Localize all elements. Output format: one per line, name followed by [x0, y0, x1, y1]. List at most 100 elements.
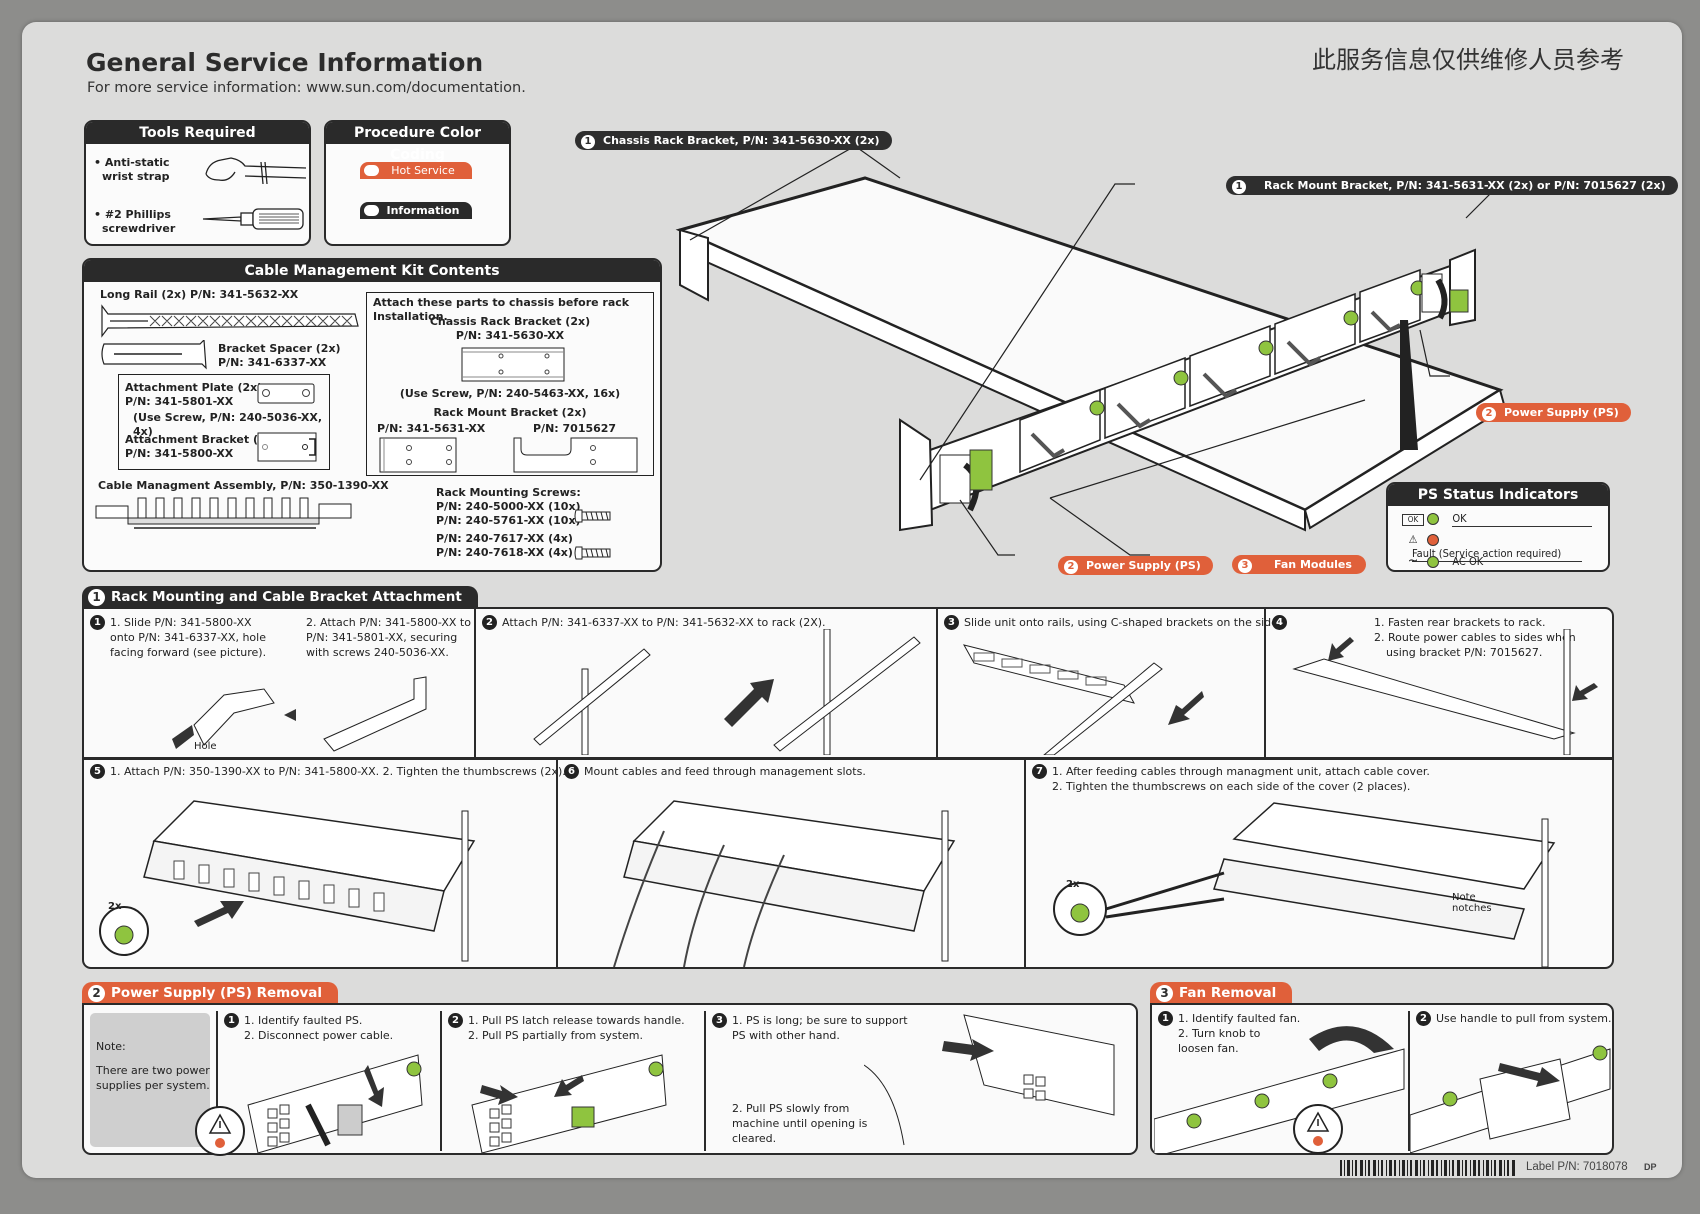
tool-screwdriver-label: • #2 Phillips screwdriver [94, 208, 176, 235]
chassis-rack-bracket-image [461, 347, 565, 382]
color-coding-heading: Procedure Color Coding [326, 122, 509, 163]
long-rail-image [101, 304, 359, 338]
assembly-label: Cable Managment Assembly, P/N: 350-1390-… [98, 479, 389, 492]
tools-required-box: Tools Required • Anti-static wrist strap… [84, 120, 311, 246]
ps-status-row-ok: OK OK [1402, 512, 1602, 527]
s1-step4-text: 1. Fasten rear brackets to rack. 2. Rout… [1374, 616, 1576, 659]
attachment-bracket-image [257, 432, 317, 462]
s2-step3-illustration [864, 1014, 1115, 1146]
label-part-number: Label P/N: 7018078 [1526, 1161, 1628, 1173]
rack-ear-left [899, 418, 934, 532]
ps-status-heading: PS Status Indicators [1388, 484, 1608, 506]
warning-icon: ⚠ [1408, 533, 1418, 546]
ps-status-pointer [1400, 320, 1418, 450]
led-green-icon [1427, 556, 1440, 568]
s1-step4-illustration [1292, 629, 1598, 755]
led-orange-icon [1427, 534, 1440, 546]
rack-screw-icon [574, 509, 611, 523]
tool-wrist-strap-label: • Anti-static wrist strap [94, 156, 170, 183]
rack-screws-list: Rack Mounting Screws: P/N: 240-5000-XX (… [436, 486, 581, 559]
s3-step2-illustration [1410, 1045, 1611, 1153]
led-green-icon [1427, 513, 1440, 525]
label-code: DP [1644, 1162, 1657, 1172]
chassis-bracket-screw: (Use Screw, P/N: 240-5463-XX, 16x) [399, 387, 621, 400]
s1-step7-illustration [1053, 802, 1556, 967]
bracket-spacer-image [101, 340, 207, 370]
procedure-color-coding-box: Procedure Color Coding Hot Service Infor… [324, 120, 511, 246]
screwdriver-icon [202, 208, 304, 230]
bracket-spacer-label: Bracket Spacer (2x) P/N: 341-6337-XX [218, 342, 341, 369]
s1-step5-2x: 2x [108, 901, 122, 912]
barcode [1340, 1160, 1515, 1176]
s1-step7-2x: 2x [1066, 879, 1080, 890]
ps-status-row-fault: ⚠ Fault (Service action required) [1402, 533, 1602, 562]
ps-right-latch [1449, 289, 1469, 313]
ps-status-box: PS Status Indicators OK OK ⚠ Fault (Serv… [1386, 482, 1610, 572]
s1-step5-illustration [99, 800, 476, 962]
ps-status-row-ac-ok: ~ AC OK [1402, 554, 1602, 569]
s1-step3-illustration [963, 644, 1204, 755]
fan-fault-warning-circle [1293, 1104, 1343, 1154]
cable-kit-heading: Cable Management Kit Contents [84, 260, 660, 282]
s1-step2-illustration [533, 629, 921, 755]
rack-ear-right [1449, 248, 1476, 327]
rack-mount-pn-a: P/N: 341-5631-XX [377, 422, 486, 435]
rack-mount-bracket-a-image [379, 437, 457, 473]
cable-kit-box: Cable Management Kit Contents Long Rail … [82, 258, 662, 572]
attachment-plate-label: Attachment Plate (2x) P/N: 341-5801-XX [125, 381, 263, 408]
s1-step6-illustration [613, 800, 956, 967]
ps-left-latch [969, 449, 993, 491]
callout-leader-lines [689, 150, 1501, 556]
long-rail-label: Long Rail (2x) P/N: 341-5632-XX [100, 288, 299, 301]
attach-before-install-group: Attach these parts to chassis before rac… [366, 292, 654, 476]
s1-hole-callout: Hole [194, 741, 217, 752]
hot-service-swatch: Hot Service [360, 162, 472, 179]
s2-step1-illustration [247, 1054, 423, 1153]
rack-mount-bracket-b-image [513, 437, 638, 473]
chassis-bracket-label: Chassis Rack Bracket (2x) P/N: 341-5630-… [429, 315, 591, 342]
s1-step1-text-b: 2. Attach P/N: 341-5800-XX to P/N: 341-5… [306, 616, 471, 659]
s1-step4-num: 4 [1272, 615, 1292, 630]
information-swatch: Information [360, 202, 472, 219]
attachment-bracket-label: Attachment Bracket (2x) P/N: 341-5800-XX [125, 433, 278, 460]
chassis-top [675, 176, 1504, 512]
ps-right-handle [1435, 278, 1448, 320]
s1-step1-illustration [172, 676, 427, 752]
rack-screw-icon [574, 546, 611, 560]
attachment-plate-screw: (Use Screw, P/N: 240-5036-XX, 4x) [133, 411, 323, 438]
fault-warning-circle [195, 1106, 245, 1156]
attach-heading: Attach these parts to chassis before rac… [373, 296, 630, 323]
chinese-title: 此服务信息仅供维修人员参考 [1312, 46, 1624, 74]
chassis-rack-bracket [679, 228, 709, 302]
ps-left-grid [939, 454, 971, 504]
cable-management-assembly-image [95, 497, 352, 529]
chassis-illustration [675, 150, 1507, 556]
page-subtitle: For more service information: www.sun.co… [87, 80, 526, 96]
tools-heading: Tools Required [86, 122, 309, 144]
wrist-strap-icon [205, 157, 307, 185]
fan-handles [1030, 310, 1401, 459]
s2-step3-text-b: 2. Pull PS slowly from machine until ope… [732, 1102, 868, 1145]
